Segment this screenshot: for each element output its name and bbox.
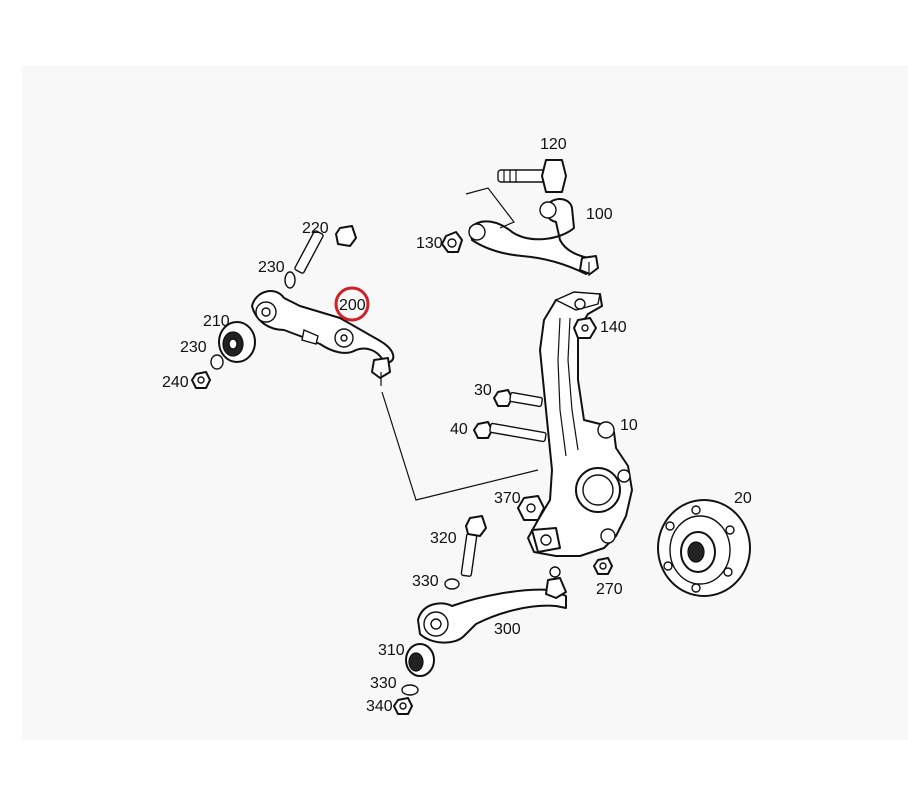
callout-30: 30	[474, 382, 492, 399]
callout-210: 210	[203, 313, 230, 330]
callout-330-lower: 330	[370, 675, 397, 692]
callout-200: 200	[339, 297, 366, 314]
callout-370: 370	[494, 490, 521, 507]
callout-230-upper: 230	[258, 259, 285, 276]
callout-20: 20	[734, 490, 752, 507]
callout-340: 340	[366, 698, 393, 715]
nut-140[interactable]	[573, 317, 597, 339]
bushing-210[interactable]	[218, 321, 256, 363]
callout-120: 120	[540, 136, 567, 153]
callout-310: 310	[378, 642, 405, 659]
bolt-220[interactable]	[294, 225, 357, 274]
bolt-30[interactable]	[493, 389, 544, 408]
wheel-hub[interactable]	[657, 499, 751, 597]
bushing-310[interactable]	[405, 643, 435, 677]
nut-270[interactable]	[593, 557, 613, 575]
callout-130: 130	[416, 235, 443, 252]
callout-100: 100	[586, 206, 613, 223]
callout-320: 320	[430, 530, 457, 547]
lower-control-arm-300[interactable]	[417, 566, 567, 644]
leader-line-upper	[465, 187, 515, 229]
nut-370[interactable]	[517, 495, 545, 521]
callout-40: 40	[450, 421, 468, 438]
upper-arm-nut[interactable]	[441, 231, 463, 253]
lower-control-arm-200[interactable]	[251, 290, 395, 386]
leader-line-200	[381, 391, 539, 501]
bolt-320[interactable]	[460, 515, 487, 577]
callout-300: 300	[494, 621, 521, 638]
diagram-background	[22, 66, 908, 740]
bolt-40[interactable]	[473, 421, 547, 443]
highlight-circle-200	[334, 286, 370, 322]
callout-330-upper: 330	[412, 573, 439, 590]
callout-140: 140	[600, 319, 627, 336]
upper-arm-bolt[interactable]	[497, 159, 567, 193]
callout-10: 10	[620, 417, 638, 434]
callout-230-lower: 230	[180, 339, 207, 356]
upper-control-arm[interactable]	[468, 198, 599, 276]
callout-220: 220	[302, 220, 329, 237]
nut-340[interactable]	[393, 697, 413, 715]
washer-230-upper[interactable]	[284, 271, 296, 289]
washer-230-lower[interactable]	[210, 354, 224, 370]
steering-knuckle[interactable]	[527, 291, 633, 557]
callout-240: 240	[162, 374, 189, 391]
nut-240[interactable]	[191, 371, 211, 389]
washer-330-lower[interactable]	[401, 684, 419, 696]
washer-330-upper[interactable]	[444, 578, 460, 590]
callout-270: 270	[596, 581, 623, 598]
